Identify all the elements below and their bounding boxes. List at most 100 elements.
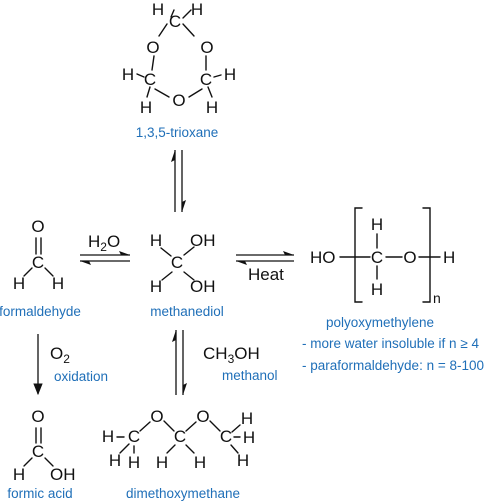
atom-h: H <box>122 65 134 84</box>
atom-h: H <box>140 98 152 117</box>
equilibrium-arrow-trioxane <box>171 150 186 212</box>
bond <box>163 420 175 432</box>
polyoxymethylene-note: - paraformaldehyde: n = 8-100 <box>302 358 484 373</box>
dimethoxymethane-structure: H C H H O C H H O C H H H <box>102 407 255 472</box>
bond <box>213 74 222 78</box>
bond <box>151 55 155 71</box>
atom-c: C <box>220 427 232 446</box>
atom-h: H <box>102 427 114 446</box>
bond <box>119 443 130 454</box>
atom-o: O <box>172 91 185 110</box>
bond <box>185 444 195 454</box>
equilibrium-arrow-polymerization <box>236 251 294 265</box>
hydroxyl-end: HO <box>310 248 336 267</box>
atom-h: H <box>443 248 455 267</box>
atom-h: H <box>371 215 383 234</box>
atom-h: H <box>150 277 162 296</box>
atom-o: O <box>403 248 416 267</box>
atom-o: O <box>196 407 209 426</box>
dimethoxymethane-label: dimethoxymethane <box>126 486 240 501</box>
atom-h: H <box>109 451 121 470</box>
bond <box>183 246 195 256</box>
oxidation-label: oxidation <box>54 369 108 384</box>
atom-c: C <box>169 12 181 31</box>
oxidation-reagent: O2 <box>50 344 70 366</box>
bond <box>44 457 54 467</box>
polyoxymethylene-note: - more water insoluble if n ≥ 4 <box>302 336 479 351</box>
methanediol-label: methanediol <box>150 304 224 319</box>
left-bracket <box>354 207 363 303</box>
bond <box>230 444 239 454</box>
bond <box>231 424 241 433</box>
formula-ch: CH <box>203 344 228 363</box>
atom-h: H <box>52 274 64 293</box>
atom-c: C <box>371 248 383 267</box>
bond <box>207 86 213 98</box>
atom-o: O <box>200 38 213 57</box>
atom-h: H <box>371 280 383 299</box>
atom-h: H <box>191 0 203 19</box>
atom-h: H <box>224 65 236 84</box>
atom-h: H <box>243 428 255 447</box>
bond <box>136 73 145 78</box>
atom-h: H <box>237 451 249 470</box>
methanol-formula: CH3OH <box>203 344 260 366</box>
hydration-reagent: H2O <box>88 232 120 254</box>
bond <box>161 271 173 281</box>
bond <box>185 421 197 432</box>
heat-label: Heat <box>248 265 284 284</box>
equilibrium-arrow-acetalization <box>172 330 187 395</box>
atom-h: H <box>13 274 25 293</box>
bond <box>166 444 176 454</box>
atom-h: H <box>156 453 168 472</box>
reagent-subscript: 2 <box>100 240 107 254</box>
bond <box>209 420 221 432</box>
atom-h: H <box>206 98 218 117</box>
formula-subscript: 3 <box>228 352 235 366</box>
methanol-label: methanol <box>222 368 278 383</box>
reagent-o: O <box>50 344 63 363</box>
bond <box>182 23 195 37</box>
reagent-subscript: 2 <box>63 352 70 366</box>
bond <box>23 267 33 277</box>
atom-c: C <box>144 70 156 89</box>
right-bracket <box>422 207 431 303</box>
bond <box>182 9 192 19</box>
atom-h: H <box>152 0 164 19</box>
hydroxyl: OH <box>50 465 76 484</box>
polyoxymethylene-structure: HO C O H H H n <box>310 207 455 306</box>
hydroxyl: OH <box>190 277 216 296</box>
bond <box>183 271 195 281</box>
bond <box>23 457 33 467</box>
atom-c: C <box>171 253 183 272</box>
bond <box>44 267 54 277</box>
atom-c: C <box>174 427 186 446</box>
atom-o: O <box>31 217 44 236</box>
formula-oh: OH <box>234 344 260 363</box>
atom-o: O <box>31 407 44 426</box>
trioxane-structure: H C H O O H C C H H O H <box>122 0 236 117</box>
equilibrium-arrow-hydration <box>80 251 130 265</box>
atom-h: H <box>13 465 25 484</box>
trioxane-label: 1,3,5-trioxane <box>136 125 219 140</box>
atom-c: C <box>32 253 44 272</box>
reagent-o: O <box>107 232 120 251</box>
bond <box>170 9 175 18</box>
formaldehyde-structure: O C H H <box>13 217 64 293</box>
reagent-h: H <box>88 232 100 251</box>
atom-h: H <box>241 409 253 428</box>
formaldehyde-label: formaldehyde <box>0 304 81 319</box>
formic-acid-label: formic acid <box>7 486 72 501</box>
atom-c: C <box>200 70 212 89</box>
bond <box>154 88 170 98</box>
atom-h: H <box>194 453 206 472</box>
polyoxymethylene-label: polyoxymethylene <box>326 315 434 330</box>
bond <box>160 247 172 257</box>
formic-acid-structure: O C H OH <box>13 407 76 484</box>
hydroxyl: OH <box>190 231 216 250</box>
methanediol-structure: H C OH H OH <box>150 231 216 296</box>
bond <box>146 86 151 98</box>
atom-c: C <box>128 427 140 446</box>
